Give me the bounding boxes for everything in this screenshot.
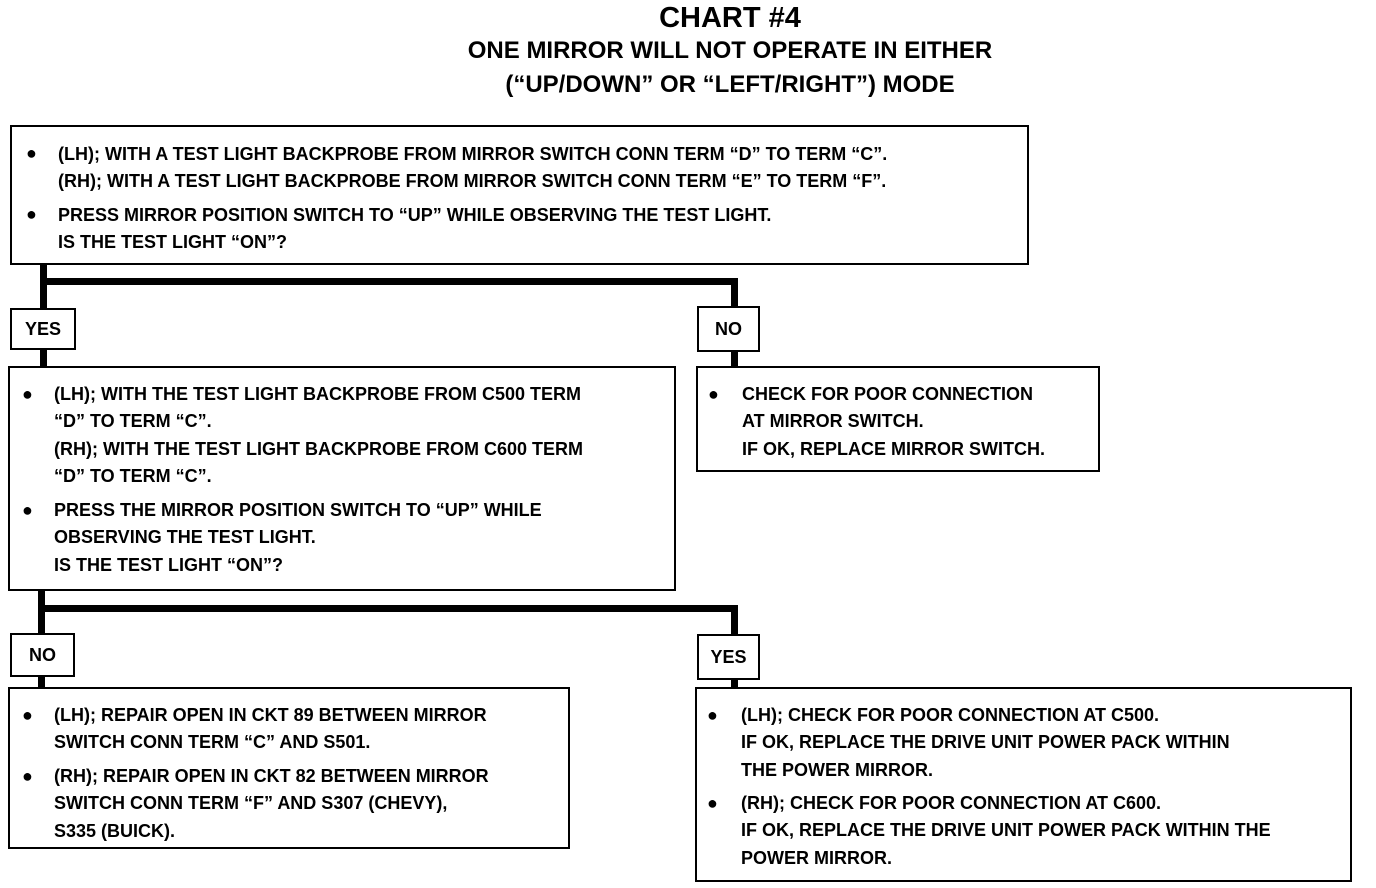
connector-step1-down xyxy=(40,263,47,309)
bullet-icon: ● xyxy=(26,204,37,224)
mirror-switch-box: ● CHECK FOR POOR CONNECTION AT MIRROR SW… xyxy=(696,366,1100,472)
repair-bullet1-line2: SWITCH CONN TERM “C” AND S501. xyxy=(54,732,371,752)
bullet-icon: ● xyxy=(22,384,33,404)
step2-bullet2-line1: PRESS THE MIRROR POSITION SWITCH TO “UP”… xyxy=(54,500,542,520)
no-label-2: NO xyxy=(10,633,75,677)
connector-to-yes-2 xyxy=(731,605,738,635)
connector-branch-2 xyxy=(38,605,738,612)
connector-branch-1 xyxy=(40,278,738,285)
step2-bullet1-line3: (RH); WITH THE TEST LIGHT BACKPROBE FROM… xyxy=(54,439,583,459)
no-label-1: NO xyxy=(697,306,760,352)
step2-bullet2-line3: IS THE TEST LIGHT “ON”? xyxy=(54,555,283,575)
connection-bullet2-line1: (RH); CHECK FOR POOR CONNECTION AT C600. xyxy=(741,793,1162,813)
bullet-icon: ● xyxy=(22,500,33,520)
repair-bullet2-line1: (RH); REPAIR OPEN IN CKT 82 BETWEEN MIRR… xyxy=(54,766,489,786)
connector-to-no-1 xyxy=(731,278,738,308)
bullet-icon: ● xyxy=(26,143,37,163)
step2-bullet1-line4: “D” TO TERM “C”. xyxy=(54,466,212,486)
connection-bullet2-line3: POWER MIRROR. xyxy=(741,848,892,868)
step1-box: ● (LH); WITH A TEST LIGHT BACKPROBE FROM… xyxy=(10,125,1029,265)
repair-box: ● (LH); REPAIR OPEN IN CKT 89 BETWEEN MI… xyxy=(8,687,570,849)
connection-bullet1-line2: IF OK, REPLACE THE DRIVE UNIT POWER PACK… xyxy=(741,732,1230,752)
step1-bullet1-line1: (LH); WITH A TEST LIGHT BACKPROBE FROM M… xyxy=(58,144,888,164)
bullet-icon: ● xyxy=(22,705,33,725)
mirror-switch-line1: CHECK FOR POOR CONNECTION xyxy=(742,384,1034,404)
step2-bullet1-line1: (LH); WITH THE TEST LIGHT BACKPROBE FROM… xyxy=(54,384,581,404)
connector-no2-down xyxy=(38,675,45,689)
connection-bullet1-line3: THE POWER MIRROR. xyxy=(741,760,933,780)
mirror-switch-line3: IF OK, REPLACE MIRROR SWITCH. xyxy=(742,439,1045,459)
yes-label-1: YES xyxy=(10,308,76,350)
chart-subtitle-line-2: (“UP/DOWN” OR “LEFT/RIGHT”) MODE xyxy=(505,71,955,98)
connection-bullet2-line2: IF OK, REPLACE THE DRIVE UNIT POWER PACK… xyxy=(741,820,1271,840)
step1-bullet2-line2: IS THE TEST LIGHT “ON”? xyxy=(58,232,287,252)
repair-bullet2-line2: SWITCH CONN TERM “F” AND S307 (CHEVY), xyxy=(54,793,448,813)
connection-bullet1-line1: (LH); CHECK FOR POOR CONNECTION AT C500. xyxy=(741,705,1160,725)
step2-bullet2-line2: OBSERVING THE TEST LIGHT. xyxy=(54,527,316,547)
bullet-icon: ● xyxy=(707,705,718,725)
step1-bullet1-line2: (RH); WITH A TEST LIGHT BACKPROBE FROM M… xyxy=(58,171,887,191)
repair-bullet2-line3: S335 (BUICK). xyxy=(54,821,176,841)
connector-yes1-down xyxy=(40,348,47,368)
chart-title: CHART #4 xyxy=(659,2,801,34)
connection-box: ● (LH); CHECK FOR POOR CONNECTION AT C50… xyxy=(695,687,1352,882)
repair-bullet1-line1: (LH); REPAIR OPEN IN CKT 89 BETWEEN MIRR… xyxy=(54,705,487,725)
mirror-switch-line2: AT MIRROR SWITCH. xyxy=(742,411,924,431)
connector-step2-down xyxy=(38,590,45,634)
connector-yes2-down xyxy=(731,678,738,689)
step2-bullet1-line2: “D” TO TERM “C”. xyxy=(54,411,212,431)
step2-box: ● (LH); WITH THE TEST LIGHT BACKPROBE FR… xyxy=(8,366,676,591)
yes-label-2: YES xyxy=(697,634,760,680)
chart-subtitle-line-1: ONE MIRROR WILL NOT OPERATE IN EITHER xyxy=(467,37,993,64)
connector-no1-down xyxy=(731,350,738,368)
bullet-icon: ● xyxy=(22,766,33,786)
step1-bullet2-line1: PRESS MIRROR POSITION SWITCH TO “UP” WHI… xyxy=(58,205,772,225)
bullet-icon: ● xyxy=(707,793,718,813)
bullet-icon: ● xyxy=(708,384,719,404)
